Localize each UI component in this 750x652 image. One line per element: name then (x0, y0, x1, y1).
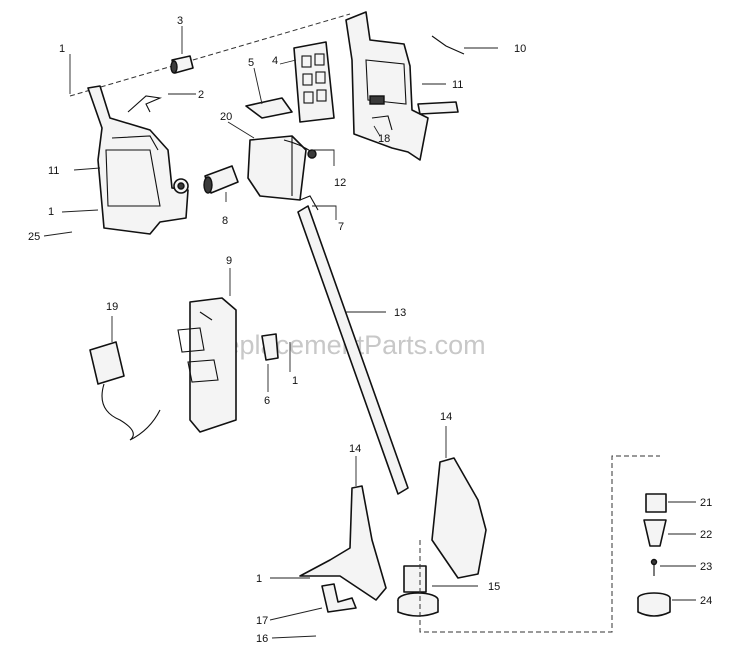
spool-head-15 (397, 565, 439, 617)
callout-22: 22 (700, 529, 712, 541)
callout-12: 12 (334, 177, 346, 189)
callout-15: 15 (488, 581, 500, 593)
battery-pack-4 (293, 41, 335, 123)
callout-1-lower: 1 (292, 375, 298, 387)
callout-1: 1 (59, 43, 65, 55)
callout-21: 21 (700, 497, 712, 509)
leader-lines (43, 26, 696, 639)
callout-25: 25 (28, 231, 40, 243)
clip-2 (127, 95, 163, 113)
shaft-tube-13 (297, 195, 409, 495)
spool-kit-group (419, 455, 671, 633)
callout-16: 16 (256, 633, 268, 645)
callout-24: 24 (700, 595, 712, 607)
bracket-17 (321, 583, 357, 613)
assembly-dash-line (69, 13, 351, 97)
terminal-plate-5 (245, 97, 293, 119)
hook-10 (431, 35, 465, 55)
callout-11-left: 11 (48, 165, 59, 177)
callout-9: 9 (226, 255, 232, 267)
callout-13: 13 (394, 307, 406, 319)
charger-adapter-19 (89, 341, 161, 441)
motor-unit-20 (247, 135, 317, 201)
callout-labels: 1 2 3 4 5 6 7 8 9 10 11 11 12 13 14 14 1… (28, 15, 712, 645)
callout-17: 17 (256, 615, 268, 627)
roller-8 (203, 165, 239, 194)
callout-1-mid: 1 (48, 206, 54, 218)
guard-left-14 (299, 485, 387, 601)
callout-7: 7 (338, 221, 344, 233)
callout-5: 5 (248, 57, 254, 69)
callout-23: 23 (700, 561, 712, 573)
callout-2: 2 (198, 89, 204, 101)
callout-10: 10 (514, 43, 526, 55)
callout-8: 8 (222, 215, 228, 227)
callout-14-left: 14 (349, 443, 361, 455)
watermark-text: eReplacementParts.com (190, 330, 486, 360)
callout-20: 20 (220, 111, 232, 123)
callout-11-right: 11 (452, 79, 463, 91)
left-housing-half (87, 85, 189, 235)
callout-19: 19 (106, 301, 118, 313)
wall-mount-9 (177, 297, 237, 433)
right-housing-half (345, 11, 459, 161)
callout-1-bottom: 1 (256, 573, 262, 585)
callout-14-right: 14 (440, 411, 452, 423)
callout-18: 18 (378, 133, 390, 145)
callout-3: 3 (177, 15, 183, 27)
cylinder-spacer-3 (170, 55, 194, 74)
guard-right-14 (431, 457, 487, 579)
callout-6: 6 (264, 395, 270, 407)
bracket-6 (261, 333, 279, 361)
callout-4: 4 (272, 55, 278, 67)
